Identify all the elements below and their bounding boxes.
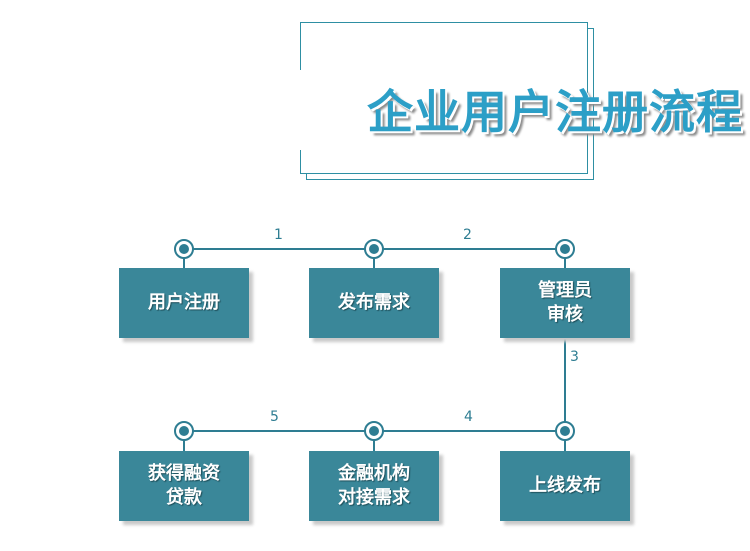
step-publish-demand: 发布需求 [309,268,439,338]
node-5 [364,421,384,441]
step-get-financing: 获得融资 贷款 [119,451,249,521]
node-2 [364,239,384,259]
step-institution-match: 金融机构 对接需求 [309,451,439,521]
title-background [150,70,570,150]
step-admin-review: 管理员 审核 [500,268,630,338]
node-3 [555,239,575,259]
connector-number-5: 5 [270,409,279,425]
connector-number-3: 3 [570,349,579,365]
node-6 [555,421,575,441]
connector-number-4: 4 [464,409,473,425]
node-4 [174,421,194,441]
page-title: 企业用户注册流程 [367,85,743,139]
step-user-register: 用户注册 [119,268,249,338]
step-go-live: 上线发布 [500,451,630,521]
title-wrap: 企业用户注册流程 [180,76,742,142]
node-1 [174,239,194,259]
connector-number-1: 1 [274,227,283,243]
connector-number-2: 2 [463,227,472,243]
